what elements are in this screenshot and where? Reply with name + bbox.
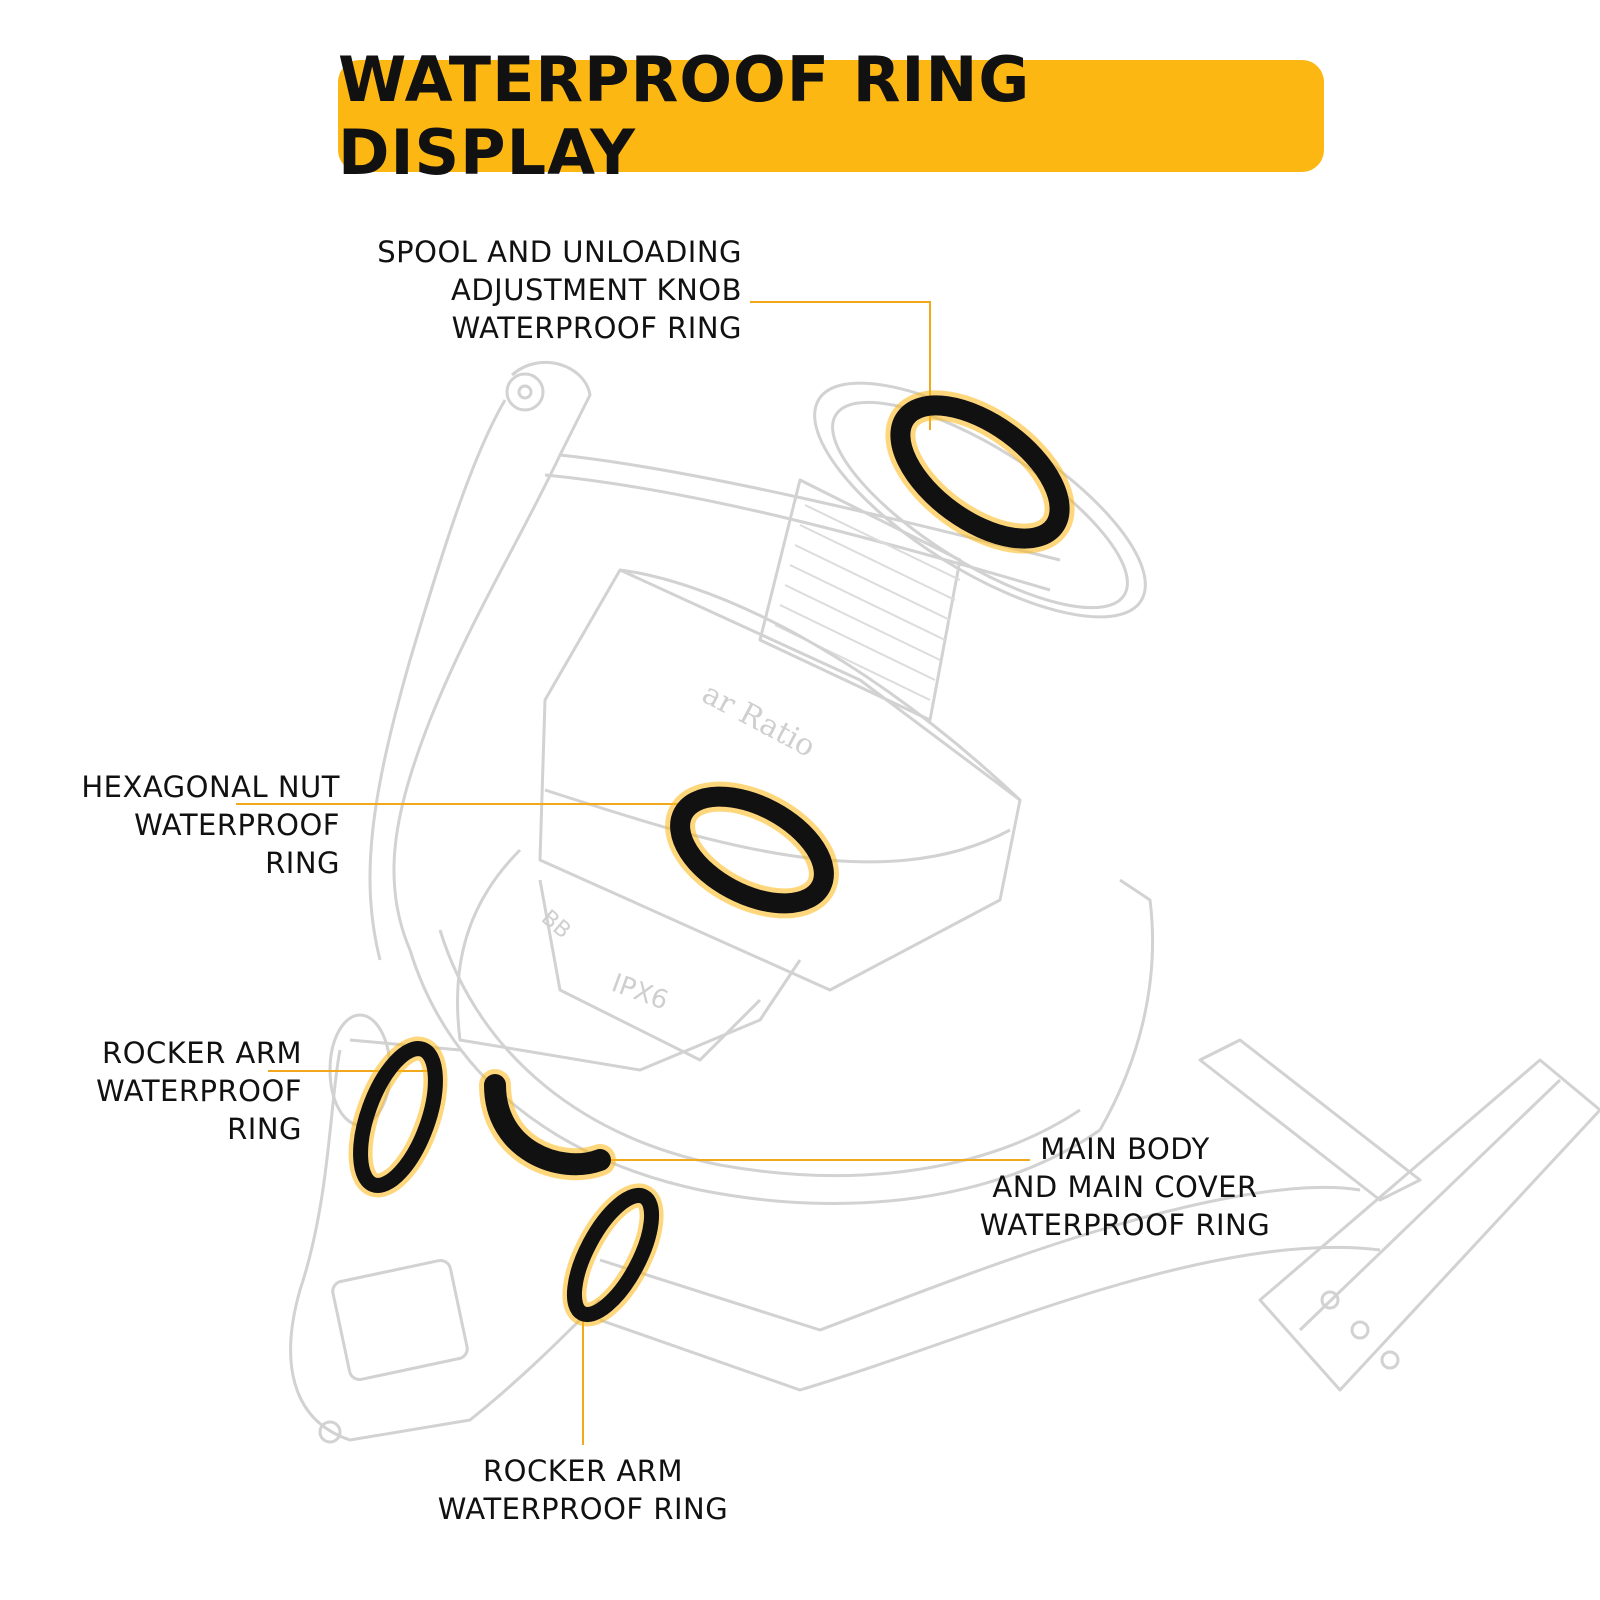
label-line: ROCKER ARM [102, 1036, 302, 1070]
ring-main-body [479, 1069, 616, 1181]
reel-marking-gear-ratio: ar Ratio [696, 676, 821, 764]
leader-lines [236, 301, 1030, 1445]
label-line: WATERPROOF RING [437, 1492, 729, 1526]
ring-rocker-arm-bottom [562, 1183, 664, 1327]
label-line: HEXAGONAL NUT [81, 770, 340, 804]
waterproof-rings [348, 390, 1075, 1327]
label-main-body: MAIN BODY AND MAIN COVER WATERPROOF RING [960, 1130, 1290, 1244]
label-rocker-arm-left: ROCKER ARM WATERPROOF RING [40, 1034, 302, 1148]
label-rocker-arm-bottom: ROCKER ARM WATERPROOF RING [408, 1452, 758, 1528]
label-spool-knob: SPOOL AND UNLOADING ADJUSTMENT KNOB WATE… [300, 233, 742, 347]
label-line: WATERPROOF [96, 1074, 302, 1108]
label-line: AND MAIN COVER [992, 1170, 1258, 1204]
label-line: ROCKER ARM [483, 1454, 683, 1488]
title-banner: WATERPROOF RING DISPLAY [338, 43, 1324, 189]
label-line: WATERPROOF [134, 808, 340, 842]
page-title: WATERPROOF RING DISPLAY [338, 43, 1031, 189]
ring-spool-knob [885, 390, 1075, 554]
reel-marking-bb: BB [536, 905, 575, 944]
label-line: SPOOL AND UNLOADING [377, 235, 742, 269]
label-line: WATERPROOF RING [451, 311, 742, 345]
label-line: RING [227, 1112, 302, 1146]
ring-hex-nut [665, 781, 839, 919]
reel-outline [289, 360, 1600, 1444]
label-line: ADJUSTMENT KNOB [451, 273, 742, 307]
reel-marking-ipx: IPX6 [608, 968, 672, 1016]
label-line: RING [265, 846, 340, 880]
ring-rocker-arm-left [348, 1036, 448, 1198]
label-line: MAIN BODY [1040, 1132, 1210, 1166]
label-hex-nut: HEXAGONAL NUT WATERPROOF RING [40, 768, 340, 882]
label-line: WATERPROOF RING [979, 1208, 1271, 1242]
leader-spool-knob [750, 301, 931, 430]
